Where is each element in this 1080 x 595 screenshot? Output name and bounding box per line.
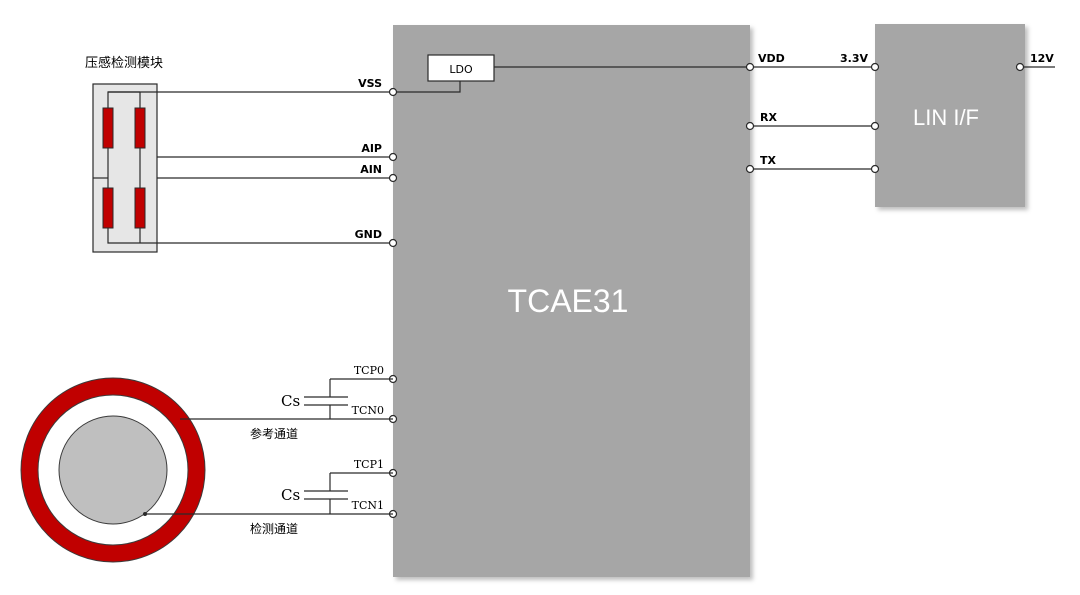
reference-channel-label: 参考通道 <box>250 426 298 441</box>
ldo-box <box>427 54 495 82</box>
bridge-resistor-3 <box>102 187 114 229</box>
vdd-label: VDD <box>758 52 785 65</box>
vss-label: VSS <box>358 77 382 90</box>
aip-pin <box>388 152 398 162</box>
lin-interface-label: LIN I/F <box>913 105 979 130</box>
vdd-pin <box>745 62 755 72</box>
ldo-label: LDO <box>449 63 473 76</box>
lin-rx-pin <box>870 121 880 131</box>
tcn0-label: TCN0 <box>352 404 384 417</box>
gnd-label: GND <box>355 228 382 241</box>
tcae31-chip-label: TCAE31 <box>508 283 629 319</box>
bridge-resistor-1 <box>102 107 114 149</box>
cs-top-label: Cs <box>281 392 300 410</box>
lin-12v-pin <box>1015 62 1025 72</box>
aip-label: AIP <box>361 142 382 155</box>
tcae31-chip-block <box>393 25 750 577</box>
tcp0-label: TCP0 <box>354 364 384 377</box>
lin-3v3-pin <box>870 62 880 72</box>
cs-bottom-label: Cs <box>281 486 300 504</box>
bridge-resistor-4 <box>134 187 146 229</box>
detect-channel-label: 检测通道 <box>250 521 298 536</box>
lin-interface-block <box>875 24 1025 207</box>
gnd-pin <box>388 238 398 248</box>
tcn1-label: TCN1 <box>352 499 384 512</box>
ain-pin <box>388 173 398 183</box>
vss-pin <box>388 87 398 97</box>
rx-pin <box>745 121 755 131</box>
bridge-resistor-2 <box>134 107 146 149</box>
rx-label: RX <box>760 111 777 124</box>
lin-tx-pin <box>870 164 880 174</box>
v33-label: 3.3V <box>840 52 868 65</box>
tx-label: TX <box>760 154 777 167</box>
tx-pin <box>745 164 755 174</box>
v12-label: 12V <box>1030 52 1054 65</box>
pressure-module-label: 压感检测模块 <box>85 55 163 71</box>
detect-connection-dot <box>143 512 147 516</box>
tcp1-label: TCP1 <box>354 458 384 471</box>
ain-label: AIN <box>360 163 382 176</box>
touch-sensor-pad <box>58 415 168 525</box>
